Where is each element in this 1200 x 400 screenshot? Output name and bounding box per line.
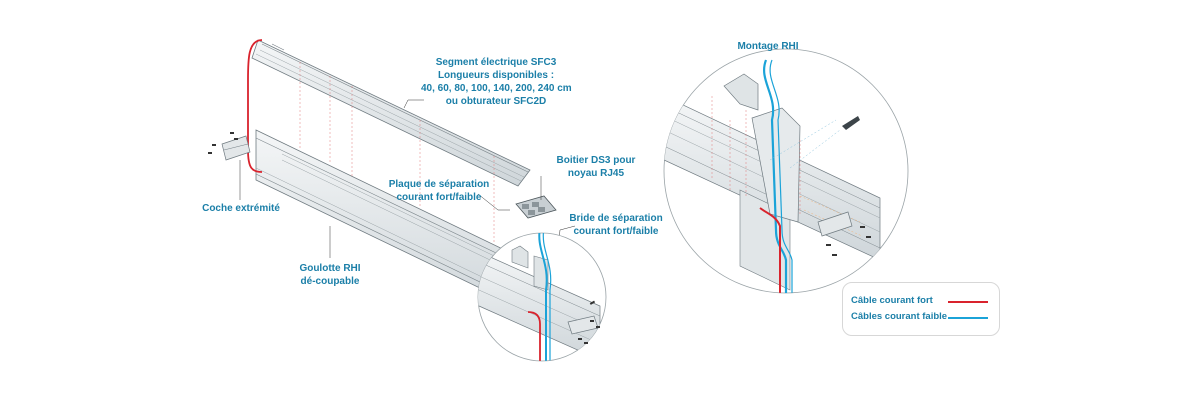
montage-title-text: Montage RHI [737, 41, 799, 52]
segment-label-line-1: Segment électrique SFC3 [435, 57, 557, 68]
goulotte-label-line-2: dé-coupable [300, 276, 360, 287]
legend-label-strong: Câble courant fort [851, 295, 933, 306]
bride-label-line-2: courant fort/faible [573, 226, 659, 237]
legend: Câble courant fort Câbles courant faible [842, 282, 1000, 336]
legend-swatch-weak [948, 317, 988, 319]
bride-label-line-1: Bride de séparation [569, 213, 663, 224]
left-detail-circle [477, 232, 607, 362]
segment-sfc3-rail [251, 39, 531, 187]
boitier-label-line-2: noyau RJ45 [567, 168, 625, 179]
segment-label-line-4: ou obturateur SFC2D [445, 96, 547, 107]
legend-item-strong-current: Câble courant fort [851, 295, 933, 306]
legend-item-weak-current: Câbles courant faible [851, 311, 947, 322]
cable-red-left-loop [247, 39, 263, 173]
boitier-ds3-part [515, 195, 557, 219]
bride-separation-label: Bride de séparation courant fort/faible [566, 212, 666, 238]
segment-label-line-3: 40, 60, 80, 100, 140, 200, 240 cm [421, 83, 572, 94]
assembly-guide-lines [299, 62, 495, 244]
coche-extremite-label: Coche extrémité [196, 202, 286, 215]
boitier-label-line-1: Boitier DS3 pour [556, 155, 636, 166]
boitier-ds3-label: Boitier DS3 pour noyau RJ45 [556, 154, 636, 180]
plaque-label-line-2: courant fort/faible [396, 192, 482, 203]
montage-rhi-title: Montage RHI [728, 40, 808, 53]
segment-label-line-2: Longueurs disponibles : [437, 70, 555, 81]
coche-label-text: Coche extrémité [202, 203, 280, 214]
right-detail-circle [663, 48, 909, 294]
legend-label-weak: Câbles courant faible [851, 311, 948, 322]
plaque-label-line-1: Plaque de séparation [388, 179, 490, 190]
goulotte-rhi-label: Goulotte RHI dé-coupable [290, 262, 370, 288]
goulotte-label-line-1: Goulotte RHI [299, 263, 361, 274]
legend-swatch-strong [948, 301, 988, 303]
screws-left [208, 132, 238, 154]
segment-sfc3-label: Segment électrique SFC3 Longueurs dispon… [421, 56, 572, 108]
plaque-separation-label: Plaque de séparation courant fort/faible [384, 178, 494, 204]
label-leader-lines [239, 99, 576, 258]
